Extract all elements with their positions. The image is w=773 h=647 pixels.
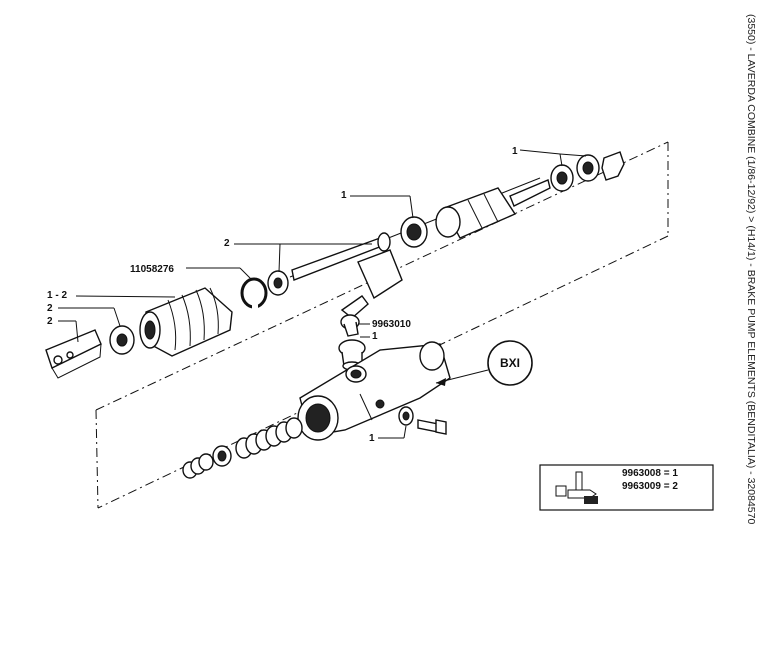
callout-label: 1 <box>372 331 378 342</box>
bush-part <box>109 325 135 355</box>
callout-boot: 1 - 2 <box>47 290 176 301</box>
legend-line-2: 9963009 = 2 <box>622 481 678 492</box>
callout-label: 1 - 2 <box>47 290 67 301</box>
callout-label: 1 <box>369 433 375 444</box>
callout-pushrod: 2 <box>224 238 372 273</box>
callout-bush: 2 <box>47 303 121 327</box>
callout-label: 1 <box>341 190 347 201</box>
spring-part <box>235 417 303 459</box>
pushrod-washer-part <box>267 270 289 296</box>
piston-part <box>435 179 551 239</box>
legend-box: 9963008 = 1 9963009 = 2 <box>539 464 714 511</box>
snap-ring-part <box>240 277 268 310</box>
cylinder-body-part <box>297 341 451 441</box>
bolt-part <box>417 419 447 435</box>
callout-clevis: 2 <box>47 316 79 343</box>
callout-bleeder: 9963010 <box>358 319 411 330</box>
callout-cap: 1 <box>360 331 378 342</box>
callout-top-seal-group: 1 <box>512 146 587 167</box>
kit-icon <box>555 471 598 504</box>
callout-label: 2 <box>47 316 53 327</box>
callout-label: 9963010 <box>372 319 411 330</box>
callout-washer: 1 <box>369 425 407 444</box>
callout-snap-ring: 11058276 <box>130 264 253 281</box>
top-seal-group-part <box>550 151 625 192</box>
boot-part <box>139 287 233 357</box>
callout-label: 2 <box>47 303 53 314</box>
clevis-part <box>45 329 102 379</box>
hose-part <box>357 249 403 300</box>
pushrod-part <box>291 232 391 281</box>
callout-piston-seal: 1 <box>341 190 414 219</box>
legend-line-1: 9963008 = 1 <box>622 468 678 479</box>
page-title: (3550) - LAVERDA COMBINE (1/86-12/92) > … <box>745 14 757 525</box>
spring-seat-part <box>212 445 232 467</box>
model-badge: BXI <box>435 340 533 386</box>
bleeder-part <box>340 295 369 337</box>
model-badge-text: BXI <box>500 356 520 370</box>
small-seal-part <box>182 453 214 479</box>
washer-part <box>398 406 414 426</box>
callout-label: 1 <box>512 146 518 157</box>
piston-seal-part <box>400 216 428 248</box>
callout-label: 2 <box>224 238 230 249</box>
callout-label: 11058276 <box>130 264 174 275</box>
